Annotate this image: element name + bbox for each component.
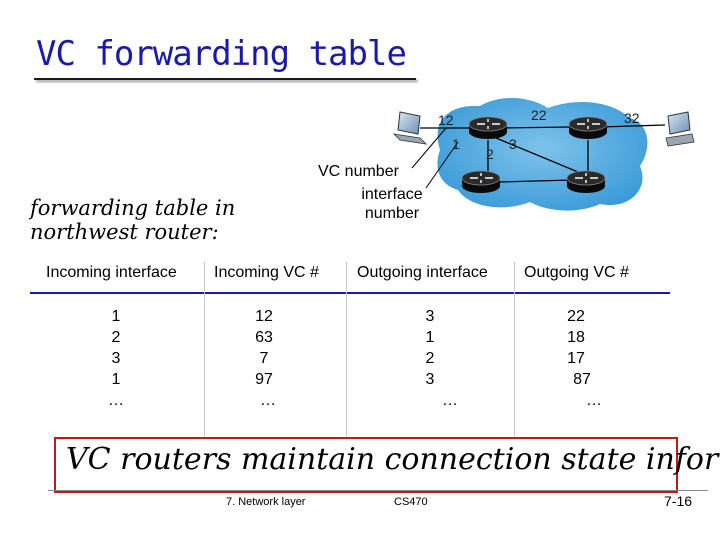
table-cell: … <box>442 392 458 409</box>
router-icon <box>468 116 508 139</box>
table-cell: … <box>260 392 276 409</box>
table-cell: … <box>586 392 602 409</box>
table-cell: 7 <box>259 350 269 367</box>
table-cell: 17 <box>567 350 585 367</box>
footer-rule <box>48 490 708 491</box>
router-icon <box>566 170 606 193</box>
header-incoming-vc: Incoming VC # <box>214 264 319 281</box>
callout-text: VC routers maintain connection state inf… <box>66 442 720 477</box>
interface-number-annotation: interface number <box>356 185 428 223</box>
column-incoming-vc: 12 63 7 97 … <box>244 306 284 411</box>
callout-box <box>54 437 678 493</box>
host-computer-icon <box>392 111 428 145</box>
table-cell: 3 <box>425 308 435 325</box>
interface-annotation-line2: number <box>364 205 420 222</box>
page-title: VC forwarding table <box>36 34 407 74</box>
vc-network-diagram <box>392 97 695 211</box>
host-computer-icon <box>665 111 695 147</box>
table-cell: 1 <box>111 308 121 325</box>
router-icon <box>568 116 608 139</box>
table-cell: 22 <box>567 308 585 325</box>
table-cell: … <box>108 392 124 409</box>
table-cell: 1 <box>111 371 121 388</box>
column-separator <box>346 262 347 437</box>
network-links <box>420 124 666 183</box>
column-outgoing-vc: 22 18 17 87 … <box>556 306 602 411</box>
vc-label-out: 32 <box>624 110 640 126</box>
table-cell: 2 <box>425 350 435 367</box>
header-incoming-interface: Incoming interface <box>46 264 177 281</box>
annotation-arrows <box>411 127 459 189</box>
router-icon <box>461 170 501 193</box>
footer-chapter: 7. Network layer <box>226 496 306 508</box>
header-outgoing-vc: Outgoing VC # <box>524 264 629 281</box>
table-cell: 18 <box>567 329 585 346</box>
table-cell: 63 <box>255 329 273 346</box>
vc-label-in: 12 <box>438 112 454 128</box>
table-cell: 3 <box>425 371 435 388</box>
interface-label-3: 3 <box>509 136 517 152</box>
column-outgoing-interface: 3 1 2 3 … <box>414 306 458 411</box>
vc-label-mid: 22 <box>531 107 547 123</box>
vc-number-annotation: VC number <box>318 163 399 180</box>
footer-course: CS470 <box>394 496 428 508</box>
caption-line1: forwarding table in <box>30 196 236 220</box>
interface-label-2: 2 <box>486 146 494 162</box>
table-cell: 97 <box>255 371 273 388</box>
table-cell: 2 <box>111 329 121 346</box>
slide-number: 7-16 <box>664 493 693 509</box>
table-cell: 1 <box>425 329 435 346</box>
column-separator <box>514 262 515 437</box>
title-underline <box>34 78 416 80</box>
header-rule <box>30 292 670 294</box>
column-incoming-interface: 1 2 3 1 … <box>100 306 132 411</box>
interface-label-1: 1 <box>452 136 460 152</box>
caption-line2: northwest router: <box>30 220 219 244</box>
header-outgoing-interface: Outgoing interface <box>357 264 488 281</box>
table-cell: 87 <box>573 371 591 388</box>
interface-annotation-line1: interface <box>361 186 423 203</box>
table-caption: forwarding table in northwest router: <box>30 196 235 244</box>
table-cell: 3 <box>111 350 121 367</box>
column-separator <box>204 262 205 437</box>
table-cell: 12 <box>255 308 273 325</box>
